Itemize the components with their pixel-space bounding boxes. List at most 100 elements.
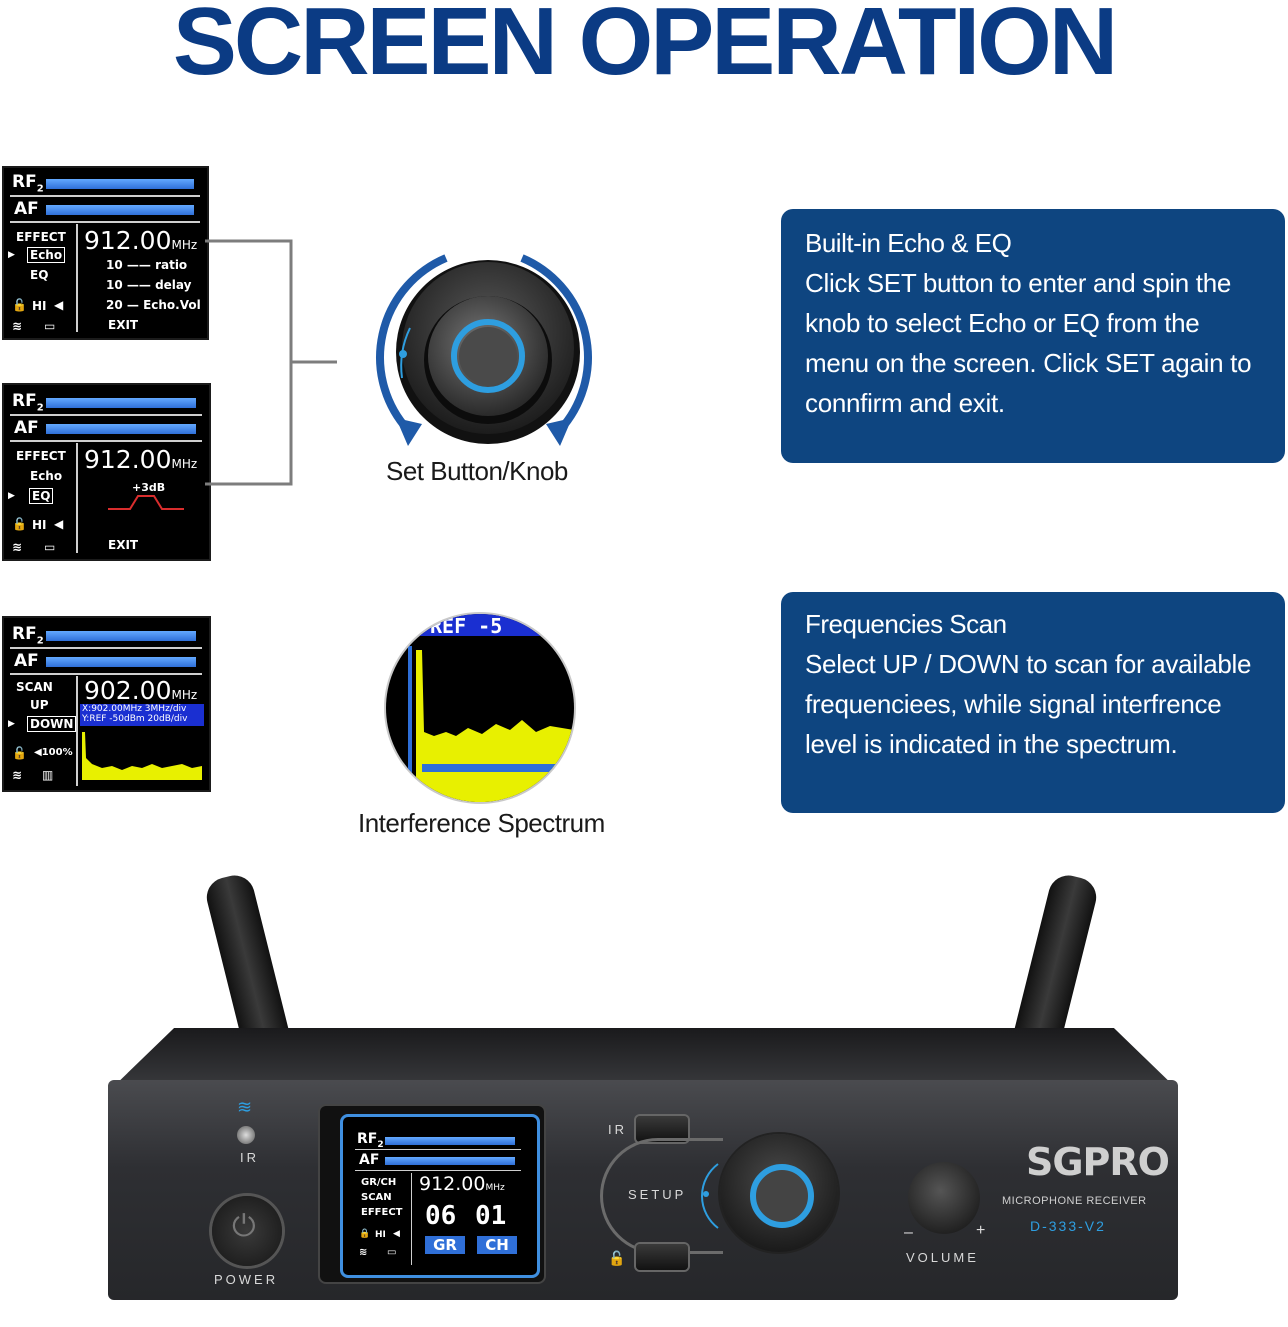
rf-label: RF2 [12, 624, 44, 647]
battery-icon: ▥ [42, 768, 54, 782]
lock-icon: 🔓 [12, 746, 27, 760]
lock-icon: 🔒 [359, 1229, 371, 1239]
ir-sensor [237, 1126, 255, 1144]
setup-knob[interactable] [720, 1134, 838, 1252]
unlock-icon: 🔓 [608, 1250, 626, 1266]
brand-logo: SGPRO [1026, 1140, 1170, 1184]
scan-x-scale: X:902.00MHz 3MHz/div [82, 704, 187, 714]
group-number: 06 [425, 1201, 457, 1231]
rf-level-bar [46, 631, 196, 641]
af-level-bar [46, 657, 196, 667]
knob-rotation-arrow-icon [701, 1163, 719, 1229]
volume-plus-icon: + [976, 1222, 986, 1239]
spectrum-graph [408, 646, 574, 802]
antenna-left [202, 871, 291, 1048]
speaker-icon: ◀ [54, 298, 64, 312]
spectrum-zoom-circle: REF -5 [386, 614, 574, 802]
device-lcd-screen: RF2 AF GR/CH SCAN EFFECT 912.00MHz 06 01… [340, 1114, 540, 1278]
spectrum-banner-text: REF -5 [430, 614, 503, 638]
exit-label: EXIT [108, 318, 139, 332]
rf-level-bar [46, 179, 194, 189]
volume-level: ◀100% [34, 747, 73, 758]
menu-item-effect: EFFECT [361, 1207, 403, 1218]
power-button[interactable]: ⏻ [212, 1196, 282, 1266]
ir-sensor-label: IR [240, 1150, 259, 1165]
menu-item-eq: EQ [30, 268, 49, 282]
wifi-icon: ≋ [12, 540, 23, 554]
power-level-label: HI [32, 518, 47, 532]
menu-item-scan: SCAN [361, 1192, 392, 1203]
lock-icon: 🔓 [12, 517, 27, 531]
af-label: AF [14, 651, 39, 671]
volume-knob[interactable] [908, 1162, 980, 1234]
volume-label: VOLUME [906, 1250, 979, 1265]
battery-icon: ▭ [44, 540, 56, 554]
menu-item-gr-ch: GR/CH [361, 1177, 397, 1188]
frequency-readout: 912.00MHz [84, 445, 198, 474]
mini-spectrum [82, 732, 202, 780]
lock-button[interactable] [636, 1244, 688, 1270]
power-label: POWER [214, 1272, 279, 1287]
param-ratio: 10 —— ratio [106, 258, 188, 272]
device-top [110, 1028, 1178, 1090]
page-title: SCREEN OPERATION [172, 0, 1118, 95]
ir-button-label: IR [608, 1122, 627, 1137]
menu-item-effect: EFFECT [16, 230, 66, 244]
menu-item-down: DOWN [26, 716, 77, 732]
group-label: GR [425, 1236, 465, 1254]
frequency-readout: 912.00MHz [419, 1173, 505, 1195]
eq-gain-label: +3dB [132, 481, 166, 494]
rf-label: RF2 [12, 391, 44, 414]
wifi-icon: ≋ [12, 319, 23, 333]
setup-label: SETUP [628, 1187, 687, 1202]
frequency-scan-description: Select UP / DOWN to scan for available f… [805, 649, 1252, 759]
selection-arrow-icon: ▶ [8, 250, 15, 260]
echo-eq-description: Click SET button to enter and spin the k… [805, 268, 1252, 418]
menu-item-up: UP [30, 698, 49, 712]
ir-button[interactable] [636, 1116, 688, 1142]
echo-eq-info-panel: Built-in Echo & EQ Click SET button to e… [781, 209, 1285, 463]
speaker-icon: ◀ [54, 517, 64, 531]
frequency-scan-title: Frequencies Scan [805, 609, 1007, 639]
frequency-readout: 902.00MHz [84, 676, 198, 705]
channel-number: 01 [475, 1201, 507, 1231]
frequency-readout: 912.00MHz [84, 226, 198, 255]
exit-label: EXIT [108, 538, 139, 552]
power-icon: ⏻ [232, 1210, 256, 1243]
rf-level-bar [46, 398, 196, 408]
antenna-right [1012, 871, 1101, 1048]
product-name: MICROPHONE RECEIVER [1002, 1195, 1147, 1207]
battery-icon: ▭ [387, 1247, 397, 1258]
af-level-bar [385, 1157, 515, 1165]
menu-item-effect: EFFECT [16, 449, 66, 463]
connector-lines [205, 239, 337, 486]
model-number: D-333-V2 [1030, 1218, 1106, 1234]
speaker-icon: ◀ [393, 1229, 400, 1239]
menu-item-scan: SCAN [16, 680, 53, 694]
power-level-label: HI [375, 1230, 386, 1240]
selection-arrow-icon: ▶ [8, 491, 15, 501]
af-level-bar [46, 205, 194, 215]
af-label: AF [359, 1152, 380, 1168]
echo-eq-title: Built-in Echo & EQ [805, 228, 1012, 258]
spectrum-caption: Interference Spectrum [358, 808, 605, 838]
lcd-screen-eq: RF2 AF EFFECT Echo EQ ▶ 912.00MHz +3dB 🔓… [2, 383, 211, 561]
wifi-icon: ≋ [359, 1247, 368, 1258]
af-level-bar [46, 424, 196, 434]
scan-y-scale: Y:REF -50dBm 20dB/div [82, 714, 188, 724]
frequency-scan-info-panel: Frequencies Scan Select UP / DOWN to sca… [781, 592, 1285, 813]
lcd-screen-echo: RF2 AF EFFECT Echo EQ ▶ 912.00MHz 10 —— … [2, 166, 209, 340]
param-delay: 10 —— delay [106, 278, 192, 292]
lock-icon: 🔓 [12, 298, 27, 312]
menu-item-echo: Echo [26, 247, 66, 263]
power-level-label: HI [32, 299, 47, 313]
wifi-icon: ≋ [12, 768, 23, 782]
rf-level-bar [385, 1137, 515, 1145]
af-label: AF [14, 199, 39, 219]
selection-arrow-icon: ▶ [8, 719, 15, 729]
scan-info-box: X:902.00MHz 3MHz/div Y:REF -50dBm 20dB/d… [80, 704, 204, 726]
lcd-screen-scan: RF2 AF SCAN UP DOWN ▶ 902.00MHz X:902.00… [2, 616, 211, 792]
channel-label: CH [477, 1236, 517, 1254]
ir-signal-icon: ≋ [237, 1097, 253, 1117]
param-echo-vol: 20 — Echo.Vol [106, 298, 201, 312]
